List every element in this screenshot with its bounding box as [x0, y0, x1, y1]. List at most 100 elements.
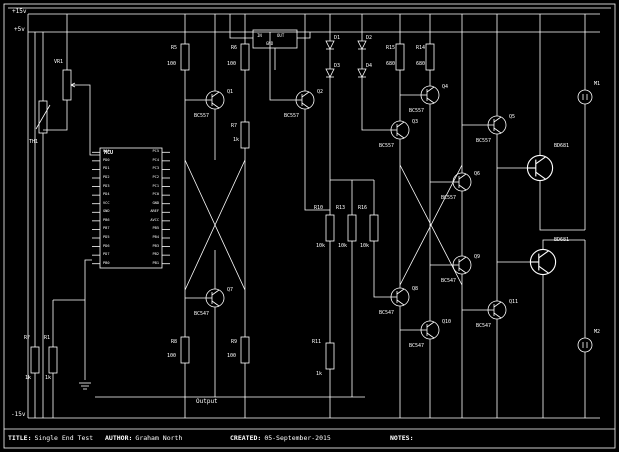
- mcu-pin-right-7-aref: AREF: [132, 210, 159, 214]
- label-m1-ref: M1: [594, 82, 600, 87]
- transistor-q3: [391, 121, 409, 139]
- label-d3-ref: D3: [334, 64, 340, 69]
- author-value: Graham North: [135, 434, 182, 442]
- label-q4-ref: Q4: [442, 85, 448, 90]
- transistor-q4: [421, 86, 439, 104]
- mcu-pin-right-10-pb4: PB4: [132, 236, 159, 240]
- label-q10-type: BC547: [409, 344, 424, 349]
- label-bd681-2: BD681: [554, 238, 569, 243]
- label-d2-ref: D2: [366, 36, 372, 41]
- label-q2-ref: Q2: [317, 90, 323, 95]
- resistor-r5: [181, 44, 189, 70]
- motor-m1: [578, 90, 592, 104]
- titleblock-notes: NOTES:: [390, 434, 416, 442]
- transistor-q11: [488, 301, 506, 319]
- transistor-q10: [421, 321, 439, 339]
- vreg-in-label: IN: [257, 33, 262, 38]
- mcu-pin-left-2-pd1: PD1: [103, 167, 130, 171]
- resistor-r14: [426, 44, 434, 70]
- label-r7-val: 1k: [233, 138, 239, 143]
- label-r7-ref: R7: [231, 124, 237, 129]
- label-r1-ref: R1: [44, 336, 50, 341]
- label-r11-ref: R11: [312, 340, 321, 345]
- label-q4-type: BC557: [409, 109, 424, 114]
- label-r16-ref: R16: [358, 206, 367, 211]
- titleblock-title: TITLE:Single End Test: [8, 434, 93, 442]
- mcu-pin-right-11-pb3: PB3: [132, 245, 159, 249]
- label-q9-type: BC547: [441, 279, 456, 284]
- diode-d2: [358, 40, 366, 52]
- label-rq-val: 1k: [25, 376, 31, 381]
- mcu-pin-left-13-pb0: PB0: [103, 262, 130, 266]
- created-value: 05-September-2015: [264, 434, 331, 442]
- label-q9-ref: Q9: [474, 255, 480, 260]
- transistor-q8: [391, 288, 409, 306]
- transistor-q6: [453, 173, 471, 191]
- resistor-r13: [348, 215, 356, 241]
- transistor-q7: [206, 289, 224, 307]
- motor-m2: [578, 338, 592, 352]
- mcu-pin-left-12-pd7: PD7: [103, 253, 130, 257]
- label-r14-ref: R14: [416, 46, 425, 51]
- notes-label: NOTES:: [390, 434, 413, 442]
- mcu-pin-right-5-pc0: PC0: [132, 193, 159, 197]
- label-d4-ref: D4: [366, 64, 372, 69]
- mcu-pin-left-6-vcc: VCC: [103, 202, 130, 206]
- vreg-gnd-label: GND: [266, 41, 273, 46]
- transistor-q5: [488, 116, 506, 134]
- mcu-pin-left-1-pd0: PD0: [103, 159, 130, 163]
- label-d1-ref: D1: [334, 36, 340, 41]
- transistor-q9: [453, 256, 471, 274]
- resistor-r15: [396, 44, 404, 70]
- label-q5-type: BC557: [476, 139, 491, 144]
- mcu-pin-left-7-gnd: GND: [103, 210, 130, 214]
- resistor-r8: [181, 337, 189, 363]
- label-bd681-1: BD681: [554, 144, 569, 149]
- label-r6-ref: R6: [231, 46, 237, 51]
- mcu-pin-right-6-gnd: GND: [132, 202, 159, 206]
- transistor-bd681-1: [527, 155, 552, 180]
- resistor-r1: [49, 347, 57, 373]
- resistor-r9: [241, 337, 249, 363]
- diode-d1: [326, 40, 334, 52]
- mcu-pin-right-1-pc4: PC4: [132, 159, 159, 163]
- label-r16-val: 10k: [360, 244, 369, 249]
- ground-symbol: [79, 383, 91, 389]
- label-q7-type: BC547: [194, 312, 209, 317]
- label-r8-val: 100: [167, 354, 176, 359]
- label-r5-val: 100: [167, 62, 176, 67]
- label-r13-ref: R13: [336, 206, 345, 211]
- created-label: CREATED:: [230, 434, 261, 442]
- titleblock-created: CREATED:05-September-2015: [230, 434, 331, 442]
- diode-d3: [326, 68, 334, 80]
- mcu-pin-right-8-avcc: AVCC: [132, 219, 159, 223]
- mcu-pin-left-10-pd5: PD5: [103, 236, 130, 240]
- label-rq-ref: R?: [24, 336, 30, 341]
- mcu-pin-right-2-pc3: PC3: [132, 167, 159, 171]
- label-q5-ref: Q5: [509, 115, 515, 120]
- label-th1-ref: TH1: [29, 140, 38, 145]
- label-r1-val: 1k: [45, 376, 51, 381]
- vreg-out-label: OUT: [277, 33, 284, 38]
- output-label: Output: [196, 399, 218, 405]
- mcu-pin-left-5-pd4: PD4: [103, 193, 130, 197]
- mcu-pin-left-9-pb7: PB7: [103, 227, 130, 231]
- author-label: AUTHOR:: [105, 434, 132, 442]
- resistor-rq: [31, 347, 39, 373]
- mcu-pin-left-0-pc6: PC6: [103, 150, 130, 154]
- transistor-q2: [296, 91, 314, 109]
- title-value: Single End Test: [34, 434, 93, 442]
- mcu-pin-right-3-pc2: PC2: [132, 176, 159, 180]
- mcu-pin-right-4-pc1: PC1: [132, 185, 159, 189]
- label-q3-ref: Q3: [412, 120, 418, 125]
- label-q10-ref: Q10: [442, 320, 451, 325]
- label-q3-type: BC557: [379, 144, 394, 149]
- mcu-pin-right-13-pb1: PB1: [132, 262, 159, 266]
- mcu-pin-left-8-pb6: PB6: [103, 219, 130, 223]
- resistor-r16: [370, 215, 378, 241]
- label-r9-ref: R9: [231, 340, 237, 345]
- titleblock-author: AUTHOR:Graham North: [105, 434, 182, 442]
- label-r10-val: 10k: [316, 244, 325, 249]
- label-q8-type: BC547: [379, 311, 394, 316]
